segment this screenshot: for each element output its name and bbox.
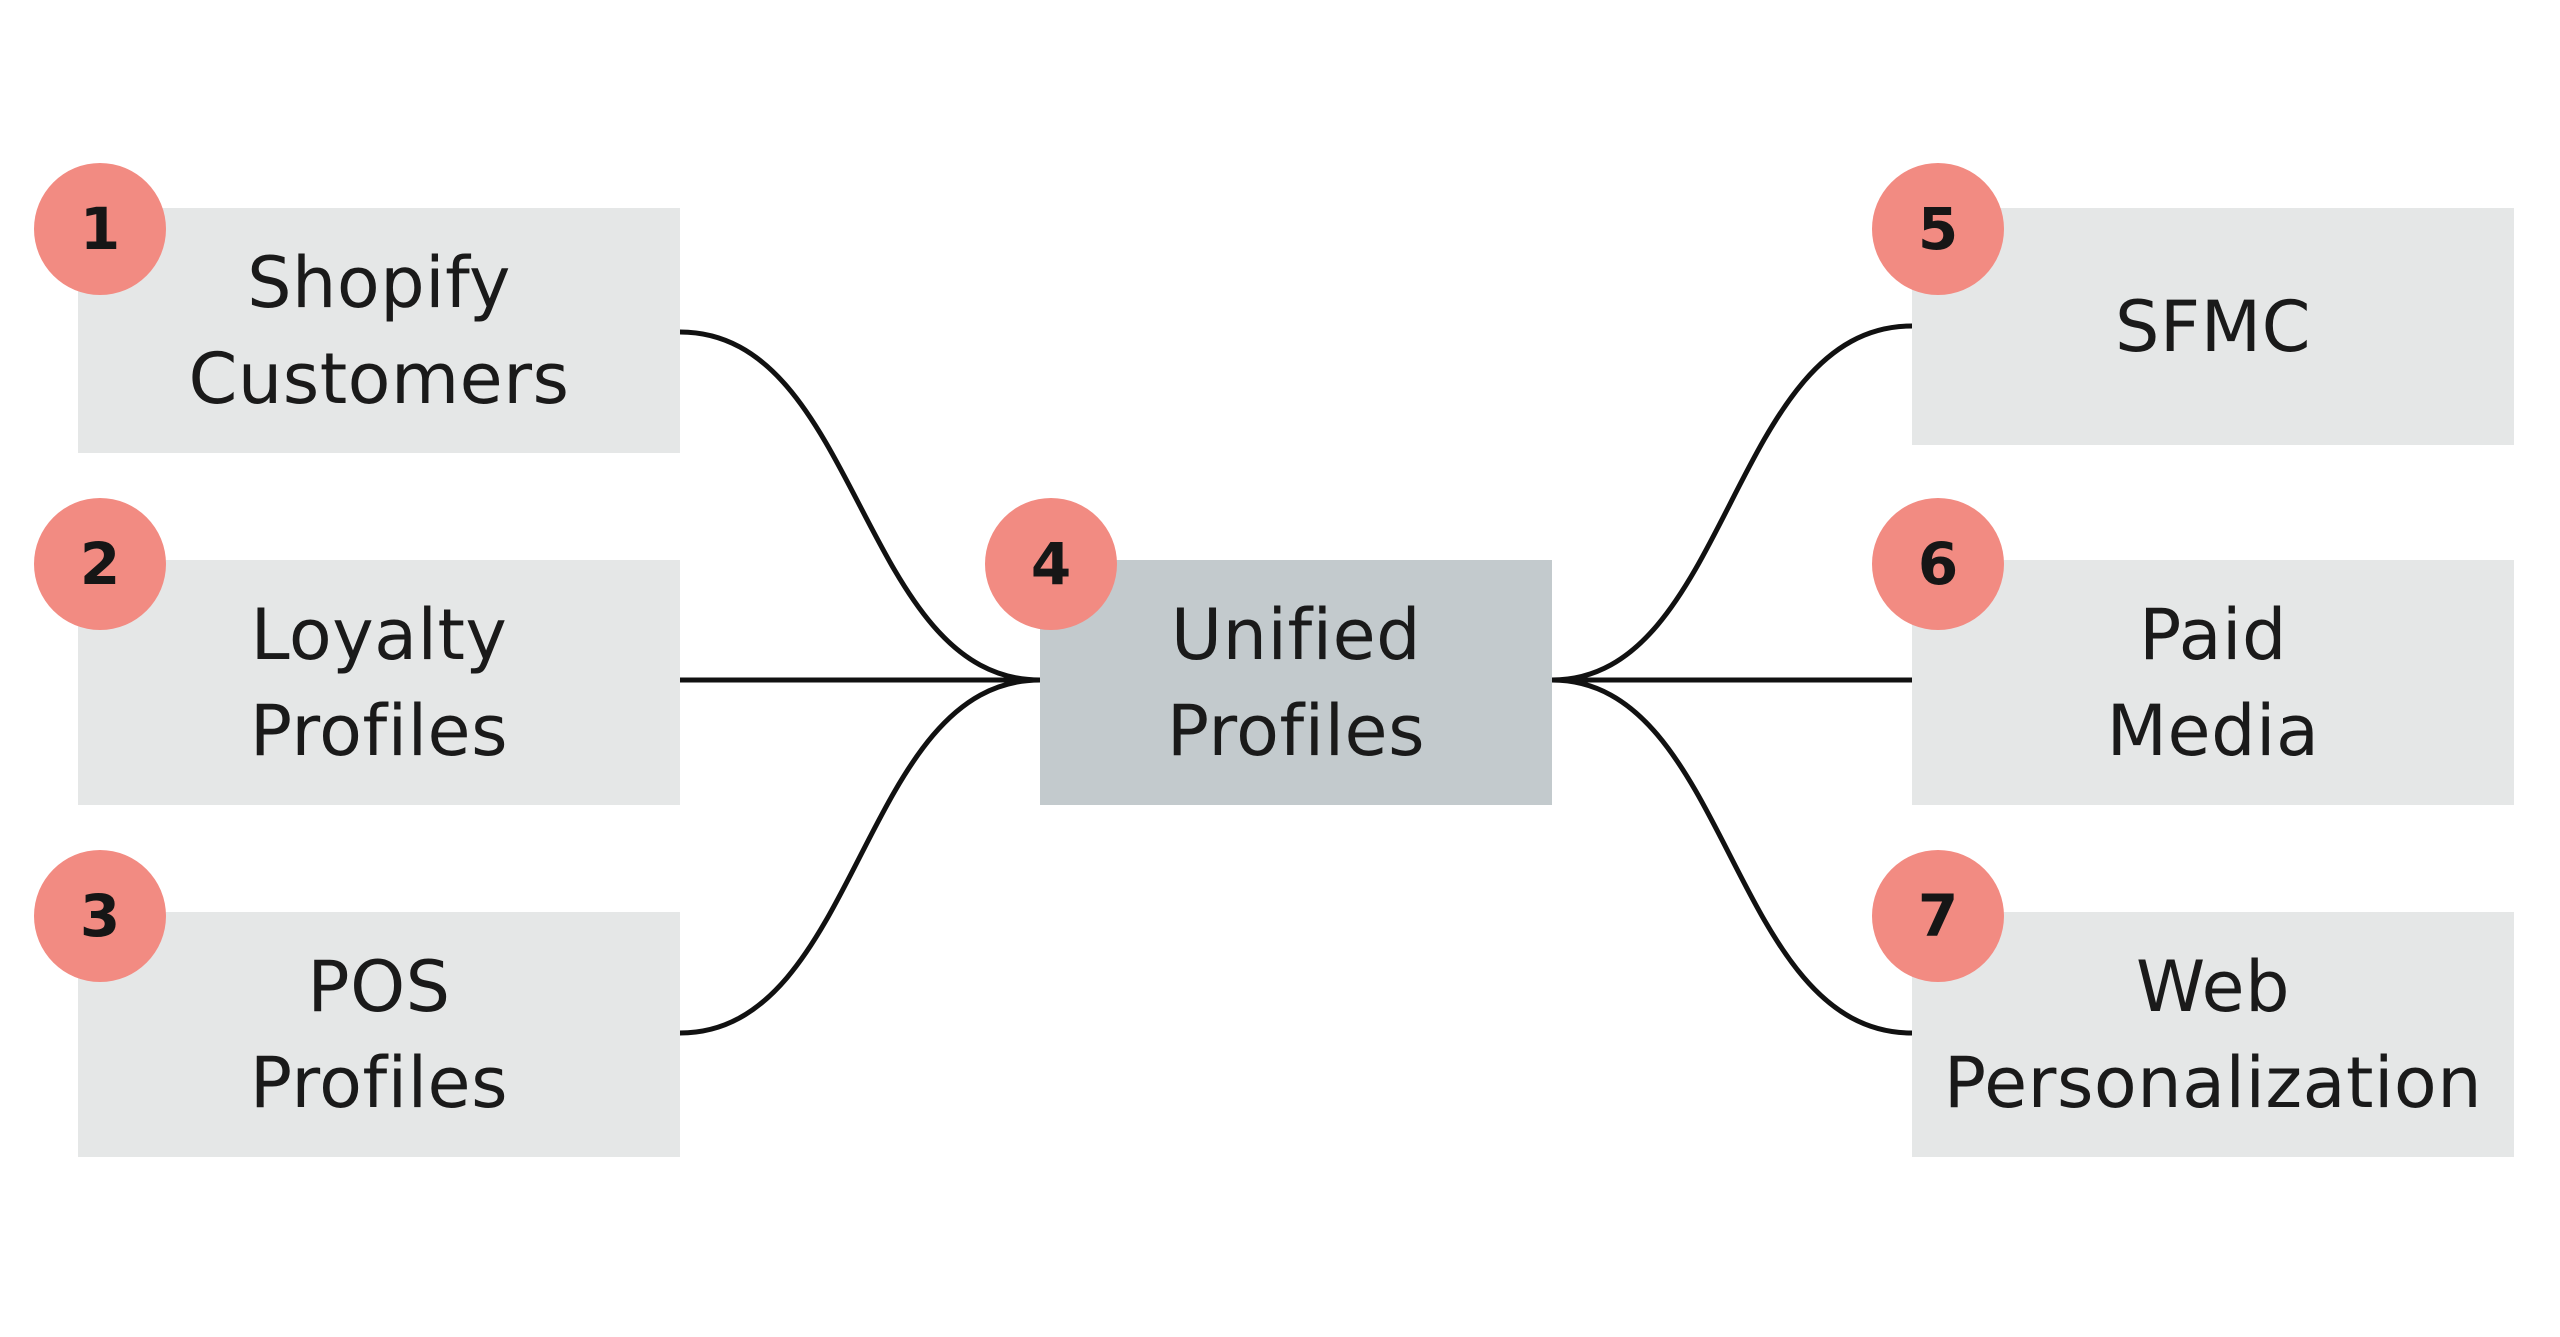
- connector-unified-to-sfmc: [1551, 323, 1913, 683]
- node-paid-media: Paid Media: [1912, 560, 2514, 805]
- step-badge-5: 5: [1872, 163, 2004, 295]
- step-badge-1: 1: [34, 163, 166, 295]
- connector-unified-to-web-personalization: [1551, 677, 1913, 1036]
- node-unified-profiles: Unified Profiles: [1040, 560, 1552, 805]
- node-shopify-customers: Shopify Customers: [78, 208, 680, 453]
- step-badge-3: 3: [34, 850, 166, 982]
- node-label: Loyalty Profiles: [249, 593, 509, 772]
- step-badge-4: 4: [985, 498, 1117, 630]
- step-badge-7: 7: [1872, 850, 2004, 982]
- node-sfmc: SFMC: [1912, 208, 2514, 445]
- node-label: Unified Profiles: [1166, 593, 1426, 772]
- node-web-personalization: Web Personalization: [1912, 912, 2514, 1157]
- connector-shopify-to-unified: [679, 329, 1041, 683]
- node-label: Web Personalization: [1943, 945, 2483, 1124]
- node-pos-profiles: POS Profiles: [78, 912, 680, 1157]
- node-label: Paid Media: [2106, 593, 2320, 772]
- node-label: POS Profiles: [249, 945, 509, 1124]
- connector-pos-to-unified: [679, 677, 1041, 1036]
- step-badge-2: 2: [34, 498, 166, 630]
- step-badge-6: 6: [1872, 498, 2004, 630]
- node-label: SFMC: [2115, 285, 2311, 368]
- node-loyalty-profiles: Loyalty Profiles: [78, 560, 680, 805]
- node-label: Shopify Customers: [188, 241, 570, 420]
